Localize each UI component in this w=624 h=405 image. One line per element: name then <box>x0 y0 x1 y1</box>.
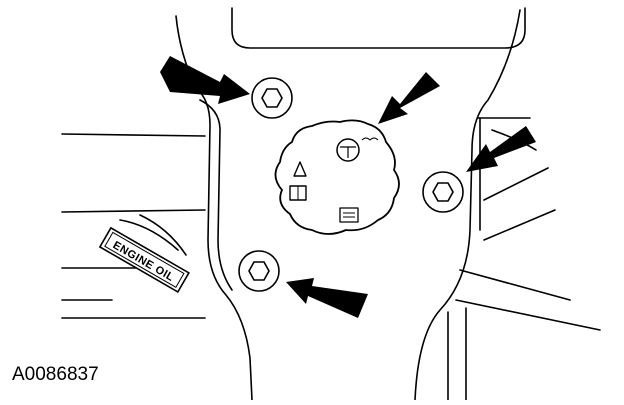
figure-reference-code: A0086837 <box>12 364 99 385</box>
bolt-top-left <box>251 77 293 119</box>
right-panel-line-2 <box>483 167 549 201</box>
cover-right-edge <box>414 9 521 401</box>
bolt-right <box>422 171 464 213</box>
bolt-bottom-left <box>238 250 280 292</box>
manual-book-icon <box>289 185 307 201</box>
left-hose-1 <box>119 219 179 251</box>
arrow-to-oil-cap <box>378 72 440 124</box>
engine-symbol-icon <box>336 138 360 162</box>
left-hose-2 <box>139 214 187 256</box>
arrow-to-bolt-bottom-left <box>286 278 368 318</box>
oil-filler-cap <box>274 119 400 235</box>
arrow-to-bolt-right <box>466 126 536 172</box>
left-panel-line-2 <box>61 209 206 213</box>
warning-triangle-icon <box>293 161 307 177</box>
right-panel-line-3 <box>483 209 556 241</box>
cover-left-inner-edge <box>199 99 233 291</box>
top-cover-outline <box>231 7 526 49</box>
right-panel-line-4 <box>459 269 571 301</box>
oil-spec-icon <box>339 207 359 223</box>
engine-oil-dipstick-tag: ENGINE OIL <box>98 226 190 294</box>
right-panel-line-5 <box>455 299 601 331</box>
left-panel-line-1 <box>61 133 206 137</box>
arrow-to-bolt-top-left <box>160 56 250 104</box>
